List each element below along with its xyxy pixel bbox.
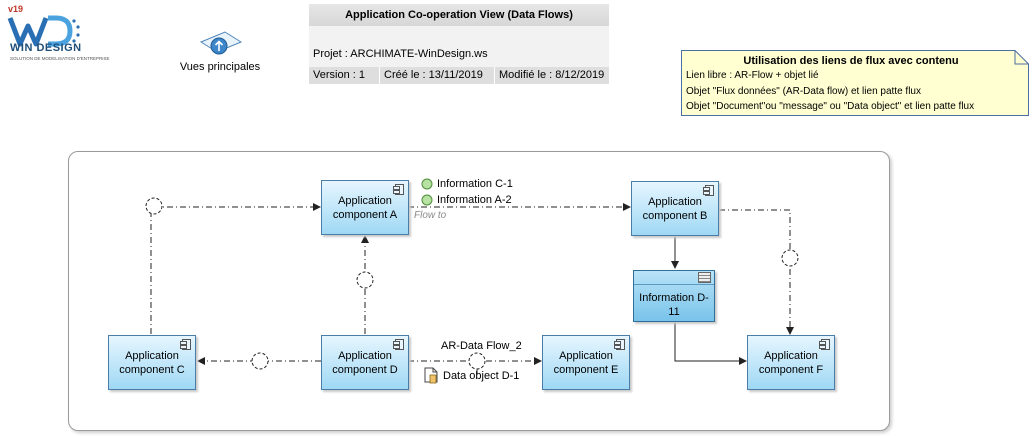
logo-tagline: SOLUTION DE MODELISATION D'ENTREPRISE (10, 56, 110, 61)
component-e[interactable]: Application component E (542, 335, 630, 390)
component-d-label: Application component D (332, 349, 398, 376)
info-a2-label: Information A-2 (437, 194, 512, 206)
note-shape (681, 50, 1029, 116)
component-icon (703, 185, 714, 196)
component-f[interactable]: Application component F (747, 335, 835, 390)
note-title: Utilisation des liens de flux avec conte… (743, 55, 959, 67)
usage-note[interactable]: Utilisation des liens de flux avec conte… (681, 50, 1029, 116)
component-d[interactable]: Application component D (321, 335, 409, 390)
junction-d-a (356, 271, 374, 289)
table-icon (698, 272, 711, 283)
logo-version: v19 (8, 4, 24, 14)
information-d11-label: Information D-11 (639, 292, 709, 318)
junction-d-e (468, 352, 486, 370)
component-a-label: Application component A (332, 194, 398, 221)
logo-brand: WIN DESIGN (10, 42, 82, 54)
component-c-label: Application component C (119, 349, 185, 376)
main-views-label: Vues principales (179, 61, 261, 73)
flow-c-to-a (150, 203, 321, 334)
note-line-1: Lien libre : AR-Flow + objet lié (686, 70, 819, 81)
logo-wd-mark (7, 15, 80, 47)
component-icon (819, 339, 830, 350)
link-info-to-f (674, 320, 747, 365)
info-c1-label: Information C-1 (437, 178, 513, 190)
component-b-label: Application component B (642, 195, 708, 222)
information-d11[interactable]: Information D-11 (633, 270, 715, 322)
component-icon (180, 339, 191, 350)
main-views-link[interactable]: Vues principales (170, 30, 270, 78)
diagram-title: Application Co-operation View (Data Flow… (309, 4, 609, 26)
component-a[interactable]: Application component A (321, 180, 409, 235)
diagram-title-block: Application Co-operation View (Data Flow… (309, 4, 609, 84)
created-field: Créé le : 13/11/2019 (380, 67, 494, 84)
project-name: Projet : ARCHIMATE-WinDesign.ws (313, 48, 488, 60)
data-object-icon (424, 367, 438, 384)
component-b[interactable]: Application component B (631, 181, 719, 236)
version-field: Version : 1 (309, 67, 379, 84)
note-line-3: Objet "Document"ou "message" ou "Data ob… (686, 101, 975, 112)
component-icon (393, 184, 404, 195)
info-a2-dot (421, 194, 433, 206)
windesign-logo: v19 WIN DESIGN SOLUTION DE MODELISATION … (4, 4, 110, 66)
component-e-label: Application component E (553, 349, 619, 376)
note-line-2: Objet "Flux données" (AR-Data flow) et l… (686, 86, 921, 97)
flow-b-to-f (719, 209, 794, 335)
flow-to-label: Flow to (414, 210, 447, 221)
modified-field: Modifié le : 8/12/2019 (495, 67, 609, 84)
home-up-arrow-icon (199, 31, 243, 55)
info-c1-dot (421, 178, 433, 190)
data-flow-label: AR-Data Flow_2 (441, 340, 522, 352)
component-f-label: Application component F (758, 349, 824, 376)
junction-c-a (145, 197, 163, 215)
component-icon (614, 339, 625, 350)
junction-d-c (251, 352, 269, 370)
data-object-label: Data object D-1 (443, 370, 520, 382)
component-c[interactable]: Application component C (108, 335, 196, 390)
component-icon (393, 339, 404, 350)
junction-b-f (781, 249, 799, 267)
